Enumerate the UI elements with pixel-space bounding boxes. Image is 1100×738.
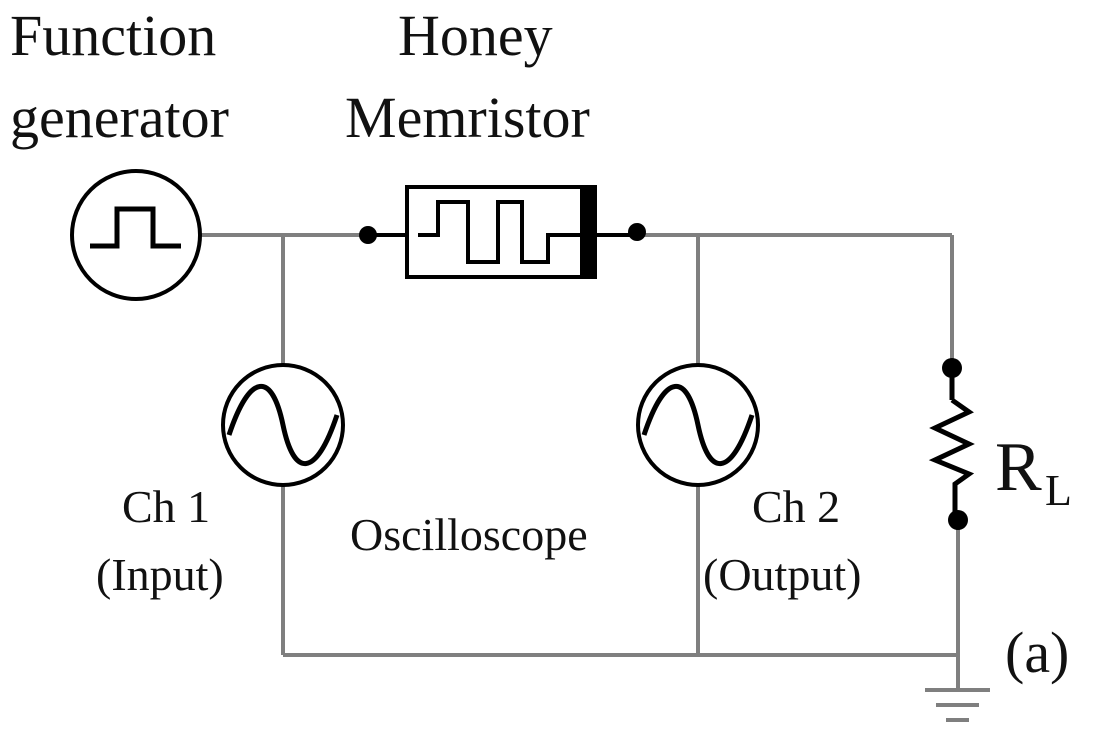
memristor-terminal-right [628,223,646,241]
oscilloscope-label: Oscilloscope [350,509,588,560]
function-generator-label-line2: generator [10,85,229,150]
function-generator-label-line1: Function [10,3,216,68]
memristor-symbol [359,185,646,279]
memristor-zigzag [418,200,580,264]
wires [200,233,960,688]
function-generator-symbol [70,169,202,301]
ground-icon [925,688,990,722]
ch2-label-line2: (Output) [703,549,861,600]
load-resistor-label: R [995,429,1042,506]
ch1-label-line2: (Input) [96,549,224,600]
memristor-terminal-left [359,226,377,244]
ch1-probe-symbol [221,363,345,487]
resistor-terminal-top [942,358,962,378]
ch2-sine-icon [641,384,755,466]
ch1-label-line1: Ch 1 [122,481,210,532]
load-resistor-symbol [928,358,975,530]
memristor-label-line1: Honey [398,3,553,68]
panel-label: (a) [1005,620,1069,685]
resistor-terminal-bottom [948,510,968,530]
ch2-probe-symbol [636,363,760,487]
load-resistor-subscript: L [1045,466,1072,515]
ch2-label-line1: Ch 2 [752,481,840,532]
memristor-polarity-bar [580,187,597,277]
pulse-icon [90,206,181,249]
generator-circle [70,169,202,301]
resistor-zigzag [928,397,975,520]
ch1-sine-icon [226,384,340,466]
memristor-label-line2: Memristor [345,85,590,150]
